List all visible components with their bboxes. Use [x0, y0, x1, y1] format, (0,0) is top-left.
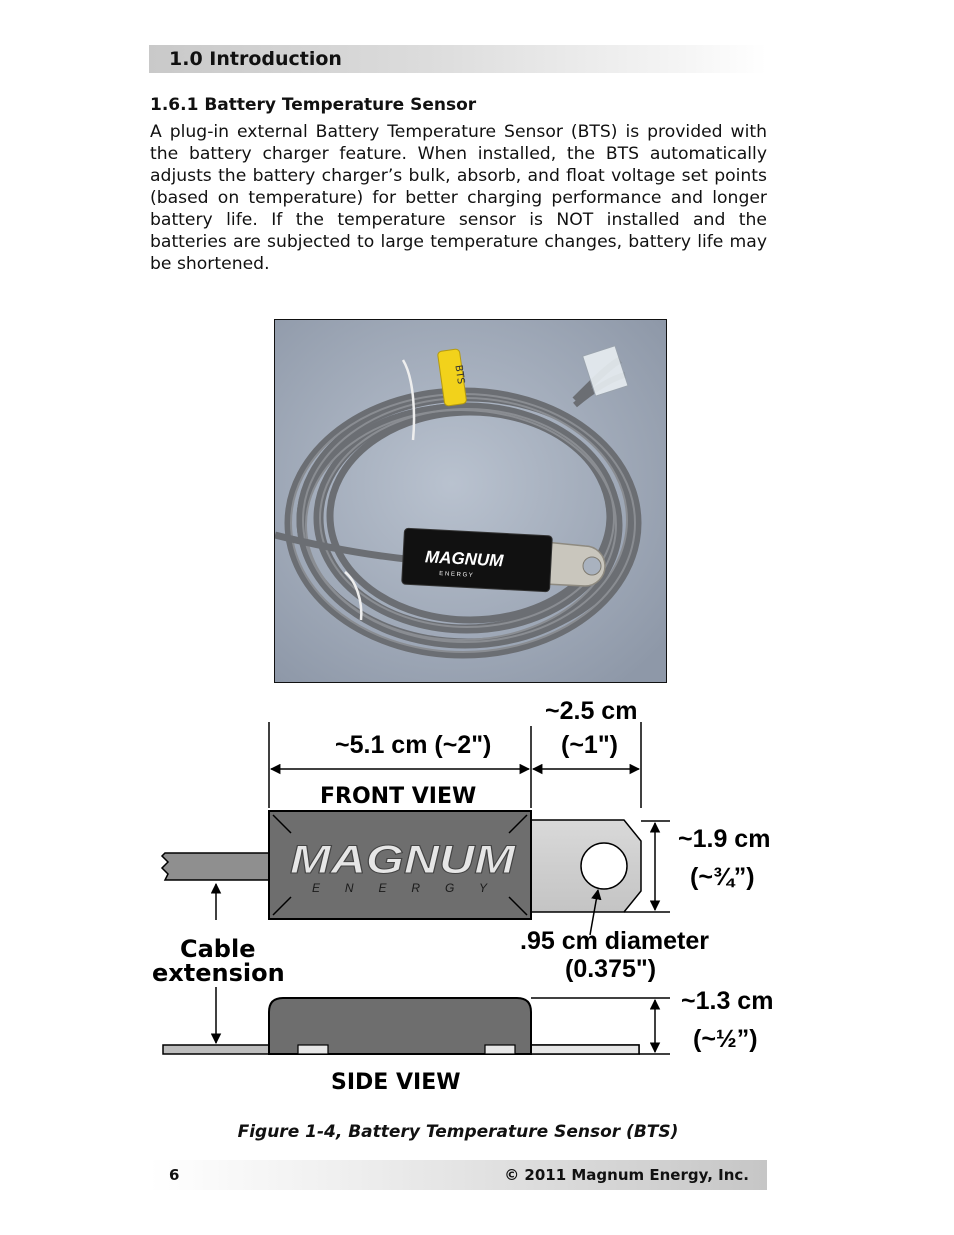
cable-extension-label-1: Cable: [180, 935, 256, 963]
section-header-bar: 1.0 Introduction: [149, 45, 767, 73]
cable-extension-label-2: extension: [152, 959, 285, 987]
front-view-label: FRONT VIEW: [320, 784, 476, 809]
height-dimension-label-2: (~¾”): [690, 863, 755, 891]
diagram-brand-logo: MAGNUM: [290, 838, 517, 882]
hole-diameter-label-2: (0.375"): [565, 955, 656, 983]
length-dimension-label: ~5.1 cm (~2"): [335, 731, 491, 759]
bts-dimension-diagram: ~5.1 cm (~2") ~2.5 cm (~1") FRONT VIEW M…: [140, 690, 780, 1104]
section-body-text: A plug-in external Battery Temperature S…: [150, 122, 767, 274]
copyright-notice: © 2011 Magnum Energy, Inc.: [504, 1166, 749, 1184]
bts-tag-label: BTS: [452, 364, 466, 385]
lug-dimension-label-2: (~1"): [561, 731, 618, 759]
section-heading: 1.6.1 Battery Temperature Sensor: [150, 95, 477, 115]
bts-photo: BTS MAGNUM E N E R G Y: [274, 319, 667, 683]
chapter-title: 1.0 Introduction: [169, 48, 342, 70]
lug-dimension-label-1: ~2.5 cm: [545, 697, 637, 725]
thickness-dimension-label-2: (~½”): [693, 1025, 758, 1053]
height-dimension-label-1: ~1.9 cm: [678, 825, 770, 853]
photo-brand-logo: MAGNUM: [425, 547, 505, 570]
figure-caption: Figure 1-4, Battery Temperature Sensor (…: [237, 1122, 679, 1142]
photo-brand-sub: E N E R G Y: [439, 571, 473, 579]
side-view-label: SIDE VIEW: [331, 1070, 461, 1095]
page-footer-bar: 6 © 2011 Magnum Energy, Inc.: [149, 1160, 767, 1190]
page-number: 6: [169, 1166, 180, 1184]
hole-diameter-label-1: .95 cm diameter: [520, 927, 709, 955]
thickness-dimension-label-1: ~1.3 cm: [681, 987, 773, 1015]
